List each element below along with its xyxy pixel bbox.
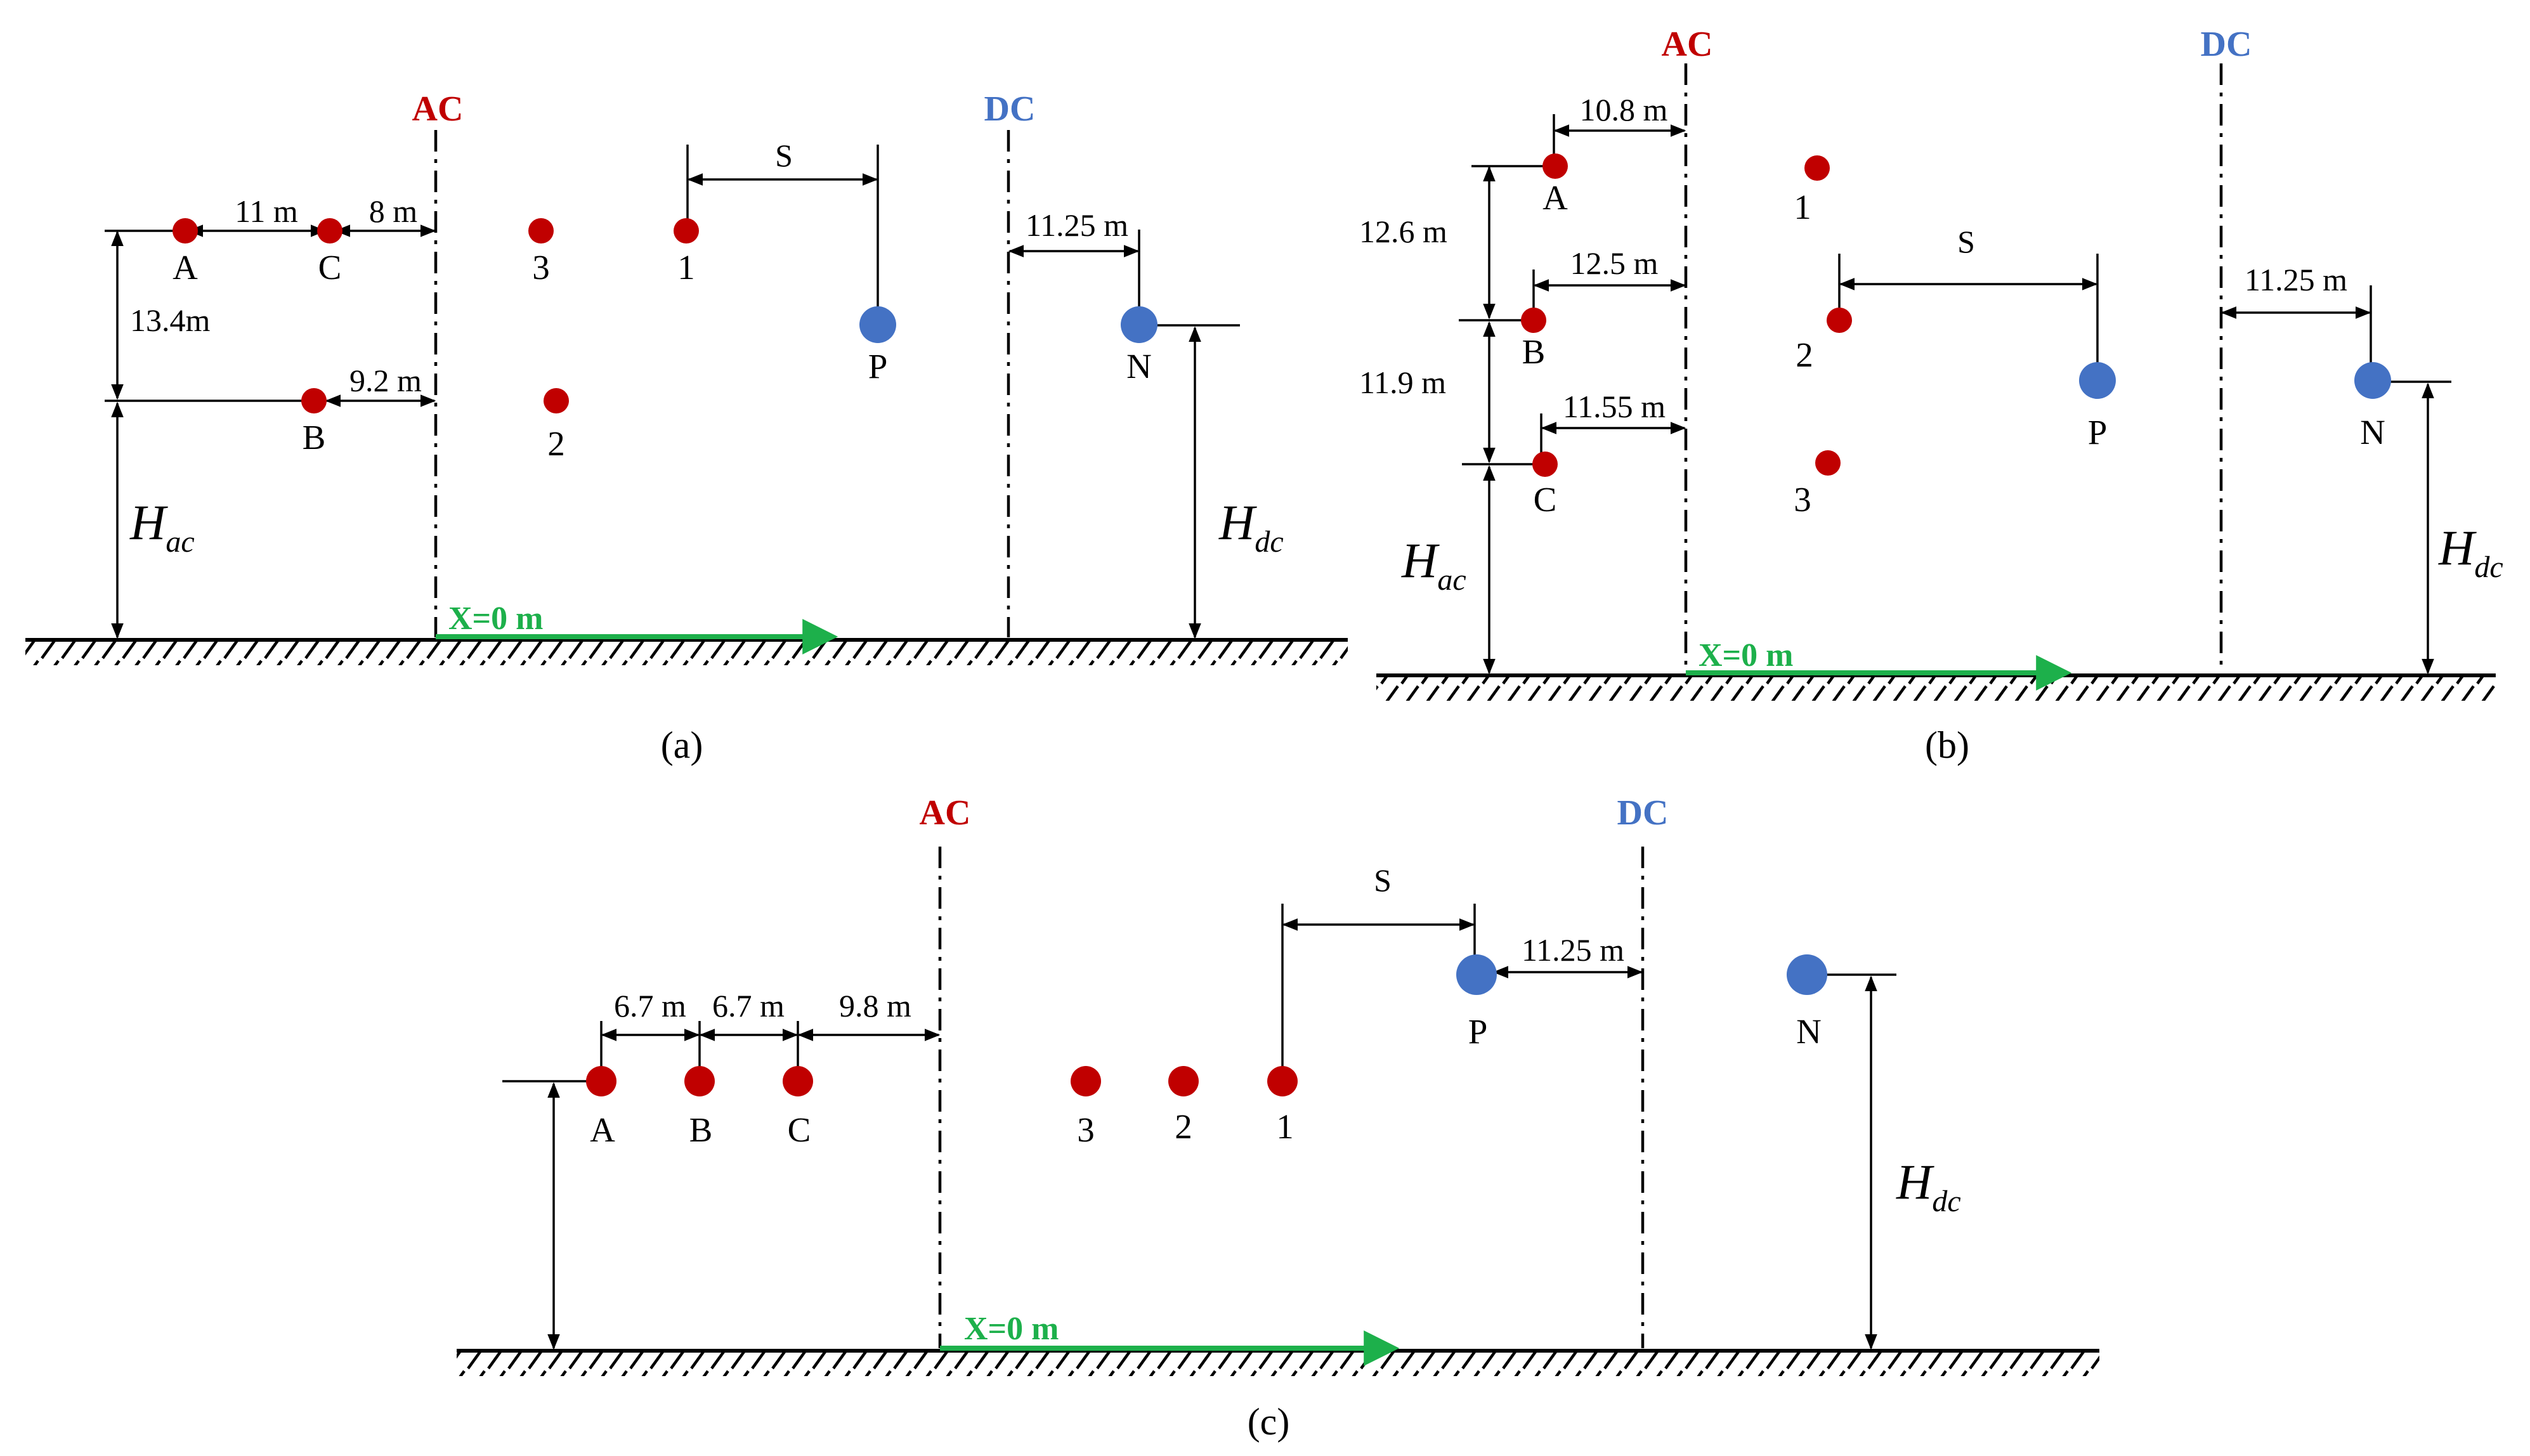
caption-c: (c) [1248, 1401, 1290, 1443]
ground-hatch-a [25, 640, 1348, 665]
conductor-p-a [859, 306, 896, 343]
label-n-c: N [1796, 1012, 1822, 1051]
dim-vertical-ab-label-b: 12.6 m [1359, 214, 1447, 249]
x-label-a: X=0 m [448, 601, 544, 637]
label-p-b: P [2088, 413, 2108, 452]
label-a-b: A [1542, 178, 1568, 217]
conductor-c-c [783, 1066, 813, 1096]
h-dc-symbol-c: Hdc [1896, 1154, 1961, 1218]
dim-b-axis-label-b: 12.5 m [1570, 245, 1659, 281]
label-c-c: C [788, 1110, 811, 1149]
caption-a: (a) [661, 724, 703, 766]
label-2-c: 2 [1175, 1107, 1192, 1146]
dim-s-label-c: S [1374, 862, 1392, 898]
h-dc-symbol-a: Hdc [1218, 495, 1284, 559]
dim-ac-spacing-label-a: 11 m [235, 193, 298, 229]
conductor-3-c [1071, 1066, 1101, 1096]
conductor-n-b [2354, 362, 2391, 399]
label-n-a: N [1126, 347, 1152, 386]
label-2-a: 2 [547, 424, 565, 463]
conductor-c-b [1532, 452, 1558, 477]
ac-label-a: AC [412, 89, 464, 129]
label-c-a: C [318, 248, 342, 287]
h-ac-symbol-a: Hac [129, 495, 195, 559]
dim-c-axis-label-a: 8 m [369, 193, 418, 229]
conductor-2-a [544, 388, 569, 413]
dc-label-c: DC [1617, 793, 1669, 833]
label-b-b: B [1522, 332, 1546, 371]
conductor-b-a [301, 388, 327, 413]
label-b-a: B [303, 418, 326, 457]
conductor-p-c [1456, 954, 1497, 995]
conductor-3-b [1815, 450, 1841, 476]
dim-dc-label-c: 11.25 m [1522, 932, 1624, 968]
label-a-c: A [590, 1110, 615, 1149]
dim-dc-label-a: 11.25 m [1026, 207, 1128, 243]
label-3-a: 3 [532, 248, 550, 287]
label-1-c: 1 [1276, 1107, 1294, 1146]
dim-s-label-b: S [1957, 224, 1975, 259]
conductor-a-c [586, 1066, 616, 1096]
conductor-n-c [1787, 954, 1827, 995]
dim-vertical-ab-label-a: 13.4m [130, 302, 211, 338]
label-2-b: 2 [1796, 335, 1813, 374]
dim-c-axis-label-c: 9.8 m [839, 988, 911, 1024]
conductor-3-a [528, 218, 554, 244]
conductor-a-b [1542, 153, 1568, 179]
conductor-n-a [1121, 306, 1157, 343]
caption-b: (b) [1925, 724, 1969, 766]
label-1-b: 1 [1794, 188, 1811, 226]
dim-b-axis-label-a: 9.2 m [349, 363, 422, 398]
dim-dc-label-b: 11.25 m [2245, 262, 2347, 297]
conductor-2-c [1168, 1066, 1199, 1096]
conductor-c-a [317, 218, 342, 244]
label-1-a: 1 [677, 248, 695, 287]
label-a-a: A [173, 248, 198, 287]
label-3-b: 3 [1794, 480, 1811, 519]
panel-b: AC DC 10.8 m 12.5 m 11.55 m 12.6 m 11.9 … [1359, 25, 2503, 766]
label-b-c: B [689, 1110, 713, 1149]
label-c-b: C [1534, 480, 1557, 519]
label-p-c: P [1468, 1012, 1488, 1051]
panel-c: AC DC 6.7 m 6.7 m 9.8 m S 11.25 m Hdc [457, 793, 2099, 1443]
dc-label-b: DC [2201, 25, 2252, 64]
label-n-b: N [2360, 413, 2385, 452]
dim-c-axis-label-b: 11.55 m [1563, 389, 1666, 424]
conductor-1-c [1267, 1066, 1298, 1096]
ground-hatch-b [1376, 675, 2496, 701]
conductor-b-c [684, 1066, 715, 1096]
dc-label-a: DC [984, 89, 1036, 129]
h-dc-symbol-b: Hdc [2438, 520, 2503, 584]
dim-a-axis-label-b: 10.8 m [1580, 92, 1668, 127]
label-p-a: P [868, 347, 888, 386]
panel-a: AC DC 11 m 8 m 9.2 m 13.4m Hac S 11.25 m… [25, 89, 1348, 766]
conductor-1-b [1804, 155, 1830, 181]
ac-label-b: AC [1662, 25, 1713, 64]
dim-ab-label-c: 6.7 m [614, 988, 686, 1024]
x-label-c: X=0 m [964, 1311, 1059, 1347]
label-3-c: 3 [1077, 1110, 1095, 1149]
dim-s-label-a: S [775, 138, 793, 173]
dim-bc-label-c: 6.7 m [712, 988, 785, 1024]
x-label-b: X=0 m [1699, 637, 1794, 673]
ground-hatch-c [457, 1351, 2099, 1376]
conductor-1-a [674, 218, 699, 244]
h-ac-symbol-b: Hac [1401, 533, 1466, 597]
conductor-b-b [1521, 308, 1546, 333]
dim-vertical-bc-label-b: 11.9 m [1359, 365, 1446, 400]
ac-label-c: AC [920, 793, 971, 833]
conductor-a-a [173, 218, 198, 244]
conductor-2-b [1827, 308, 1852, 333]
conductor-p-b [2079, 362, 2116, 399]
